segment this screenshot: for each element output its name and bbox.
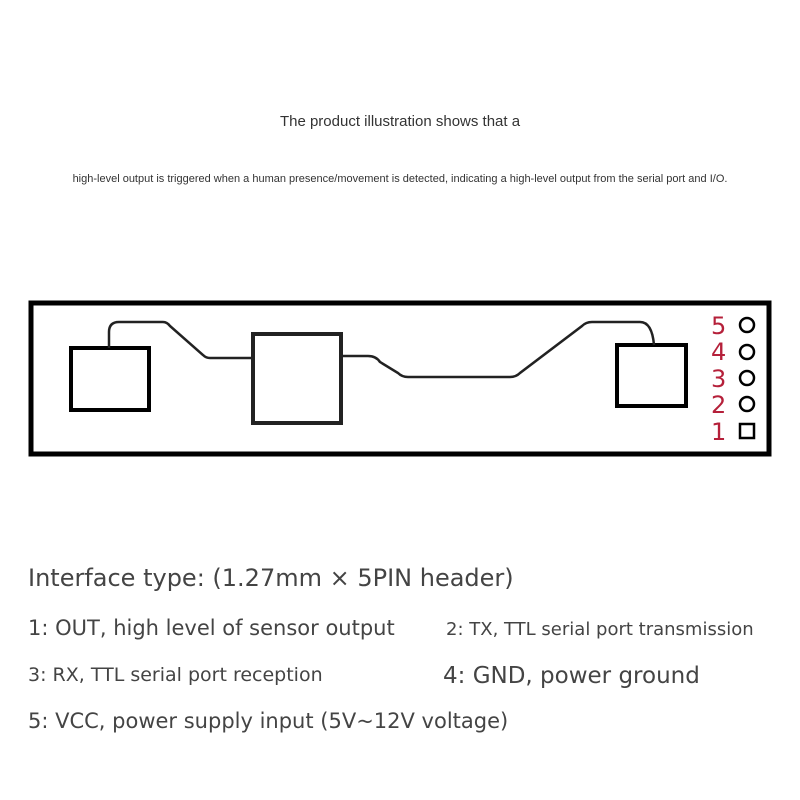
caption-line-2: high-level output is triggered when a hu…	[72, 173, 728, 185]
pin2-description: 2: TX, TTL serial port transmission	[446, 619, 754, 640]
pin5-description: 5: VCC, power supply input (5V~12V volta…	[28, 709, 509, 733]
pin-3-hole	[738, 369, 756, 387]
pin-4-hole	[738, 343, 756, 361]
pin-label-2: 2	[711, 391, 726, 419]
trace-right	[341, 320, 656, 379]
interface-title: Interface type: (1.27mm × 5PIN header)	[28, 564, 514, 592]
left-component	[69, 346, 151, 412]
pin-label-1: 1	[711, 418, 726, 446]
pin-header: 5 4 3 2 1	[711, 312, 756, 446]
pin4-description: 4: GND, power ground	[443, 663, 700, 689]
pin-label-4: 4	[711, 338, 726, 366]
pin3-description: 3: RX, TTL serial port reception	[28, 664, 323, 686]
trace-left	[107, 320, 253, 360]
pin-label-5: 5	[711, 312, 726, 340]
pin-1-square	[738, 422, 756, 440]
board-outline	[28, 300, 772, 457]
pin-label-3: 3	[711, 365, 726, 393]
caption-line-1: The product illustration shows that a	[279, 113, 521, 130]
pin1-description: 1: OUT, high level of sensor output	[28, 616, 395, 640]
center-chip	[251, 332, 343, 425]
pin-2-hole	[738, 395, 756, 413]
right-component	[615, 343, 688, 408]
pin-5-hole	[738, 316, 756, 334]
